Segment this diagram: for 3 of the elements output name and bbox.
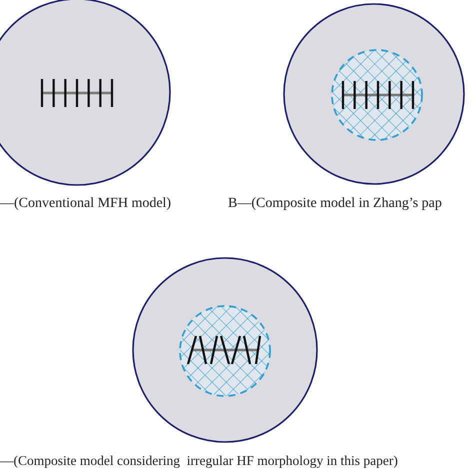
caption-text: —(Composite model considering irregular HF morphology in this paper) xyxy=(0,453,398,469)
caption-text: B—(Composite model in Zhang’s pap xyxy=(228,196,442,212)
caption-text: —(Conventional MFH model) xyxy=(0,196,172,212)
